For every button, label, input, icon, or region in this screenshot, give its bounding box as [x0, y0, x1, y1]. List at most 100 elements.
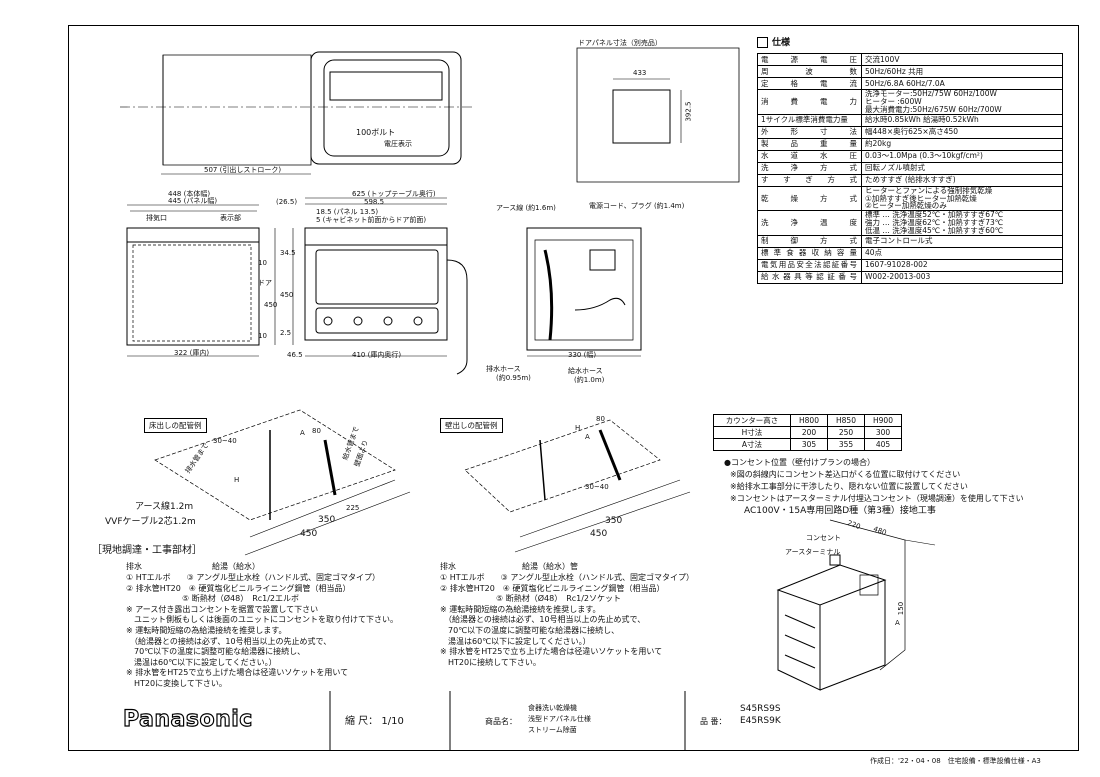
- dim-18: 18.5 (パネル 13.5): [316, 208, 379, 216]
- spec-row: 電源電圧交流100V: [757, 53, 1063, 66]
- dim-2-5: 2.5: [280, 329, 292, 337]
- counter-cell: H寸法: [713, 426, 791, 439]
- parts-line: 湯温は60℃以下に設定してください。）: [440, 636, 591, 646]
- outlet-note-line: AC100V・15A専用回路D種（第3種）接地工事: [744, 506, 936, 516]
- outlet-note-line: ●コンセント位置（壁付けプランの場合）: [724, 458, 875, 467]
- label-display: 表示部: [220, 214, 241, 222]
- parts-line: HT20に変換して下さい。: [126, 679, 227, 688]
- spec-value: 50Hz/60Hz 共用: [861, 65, 1063, 78]
- door-panel-width: 433: [633, 69, 647, 77]
- spec-value-line: 交流100V: [865, 54, 900, 64]
- spec-value-line: 0.03〜1.0Mpa (0.3〜10kgf/cm²): [865, 151, 983, 161]
- outlet-note-line: ※給排水工事部分に干渉したり、隠れない位置に設置してください: [730, 482, 968, 491]
- spec-value-line: 強力 … 洗浄温度62℃・加熱すすぎ73℃: [865, 218, 1004, 228]
- spec-label: 外形寸法: [757, 125, 862, 139]
- parts-line: （給湯器との接続は必ず、10号相当以上の先止め式で、: [126, 636, 332, 646]
- earth-terminal-label: アースターミナル: [785, 548, 841, 556]
- spec-label: 洗浄温度: [757, 210, 862, 236]
- parts-right-supply-header: 給湯（給水）管: [522, 562, 578, 571]
- dim-10b: 10: [258, 332, 267, 340]
- spec-header: 仕様: [757, 37, 790, 48]
- wall-plan-title: 壁出しの配管例: [440, 418, 503, 433]
- model-1: S45RS9S: [740, 704, 781, 714]
- spec-value: 40点: [861, 246, 1063, 260]
- spec-value-line: ①加熱すすぎ後ヒーター加熱乾燥: [865, 193, 977, 203]
- spec-value-line: ヒーター :600W: [865, 96, 922, 106]
- counter-cell: 200: [790, 426, 828, 439]
- spec-label: 電源電圧: [757, 53, 862, 66]
- spec-value-line: 50Hz/60Hz 共用: [865, 66, 924, 76]
- label-exhaust: 排気口: [146, 214, 167, 222]
- spec-value-line: 電子コントロール式: [865, 236, 933, 246]
- spec-row: 外形寸法幅448×奥行625×高さ450: [757, 125, 1063, 139]
- model-label: 品 番：: [700, 717, 727, 726]
- spec-value-line: ②ヒーター加熱乾燥のみ: [865, 201, 947, 211]
- dim-330: 330 (幅): [568, 351, 597, 359]
- parts-line: ユニット側板もしくは後面のユニットにコンセントを取り付けて下さい。: [126, 615, 398, 625]
- spec-row: 1サイクル標準消費電力量給水時0.85kWh 給湯時0.52kWh: [757, 113, 1063, 127]
- spec-label: 給水器具等認証番号: [757, 270, 862, 284]
- parts-line: HT20に接続して下さい。: [440, 657, 541, 667]
- spec-label: 電気用品安全法認証番号: [757, 258, 862, 272]
- label-earth-wire: アース線1.2m: [135, 502, 194, 512]
- counter-header-cell: H850: [827, 414, 865, 427]
- dim-410: 410 (庫内奥行): [352, 351, 402, 359]
- dim-598: 598.5: [364, 198, 385, 206]
- dim-625: 625 (トップテーブル奥行): [352, 190, 436, 198]
- spec-value-line: 1607-91028-002: [865, 260, 928, 270]
- floor-dim-450: 450: [300, 529, 318, 539]
- floor-dim-80: 80: [312, 427, 321, 435]
- dim-10: 10: [258, 259, 267, 267]
- label-door: ドア: [258, 279, 272, 287]
- floor-dim-350: 350: [318, 515, 336, 525]
- dim-450-side: 450: [280, 291, 294, 299]
- counter-cell: 405: [864, 438, 902, 451]
- spec-value-line: 洗浄モーター:50Hz/75W 60Hz/100W: [865, 89, 997, 98]
- spec-value-line: 最大消費電力:50Hz/675W 60Hz/700W: [865, 104, 1002, 114]
- spec-value: 約20kg: [861, 137, 1063, 151]
- spec-value-line: 低温 … 洗浄温度45℃・加熱すすぎ60℃: [865, 226, 1004, 235]
- outlet-dim-a: A: [895, 619, 900, 627]
- parts-line: 70℃以下の温度に調整可能な給湯器に接続し、: [440, 626, 620, 635]
- spec-value-line: ためすすぎ (給排水すすぎ): [865, 175, 956, 185]
- dim-445: 445 (パネル幅): [168, 197, 218, 205]
- counter-cell: 300: [864, 426, 902, 439]
- wall-dim-80: 80: [596, 415, 605, 423]
- parts-line: ① HTエルボ ③ アングル型止水栓（ハンドル式、固定ゴマタイプ）: [440, 573, 695, 582]
- spec-value-line: 給水時0.85kWh 給湯時0.52kWh: [865, 115, 979, 125]
- counter-cell: A寸法: [713, 438, 791, 451]
- spec-label: 周波数: [757, 65, 862, 78]
- floor-plan-title: 床出しの配管例: [144, 418, 207, 433]
- spec-row: 洗浄方式回転ノズル噴射式: [757, 161, 1063, 175]
- spec-label: すすぎ方式: [757, 173, 862, 187]
- parts-line: ⑤ 断熱材（Ø48） Rc1/2エルボ: [126, 594, 300, 604]
- spec-value-line: 回転ノズル噴射式: [865, 163, 925, 173]
- parts-right-drain-header: 排水: [440, 562, 456, 571]
- spec-value: 電子コントロール式: [861, 234, 1063, 248]
- parts-line: ② 排水管HT20 ④ 硬質塩化ビニルライニング鋼管（相当品）: [126, 583, 351, 593]
- footer-date: 作成日：'22・04・08 住宅設備・標準設備仕様・A3: [870, 757, 1041, 765]
- dim-507: 507 (引出しストローク): [204, 166, 282, 174]
- floor-dim-225: 225: [346, 504, 360, 512]
- parts-line: ※ アース付き露出コンセントを据置で設置して下さい: [126, 604, 319, 614]
- spec-value-line: 約20kg: [865, 139, 892, 149]
- spec-value-line: W002-20013-003: [865, 272, 931, 282]
- drawing-frame: [68, 25, 1079, 751]
- product-name-line3: ストリーム除菌: [528, 726, 577, 734]
- wall-label-a: A: [585, 433, 590, 441]
- spec-header-icon: [757, 37, 768, 48]
- outlet-note-line: ※コンセントはアースターミナル付埋込コンセント（現場調達）を使用して下さい: [730, 494, 1024, 503]
- wall-dim-350: 350: [605, 516, 623, 526]
